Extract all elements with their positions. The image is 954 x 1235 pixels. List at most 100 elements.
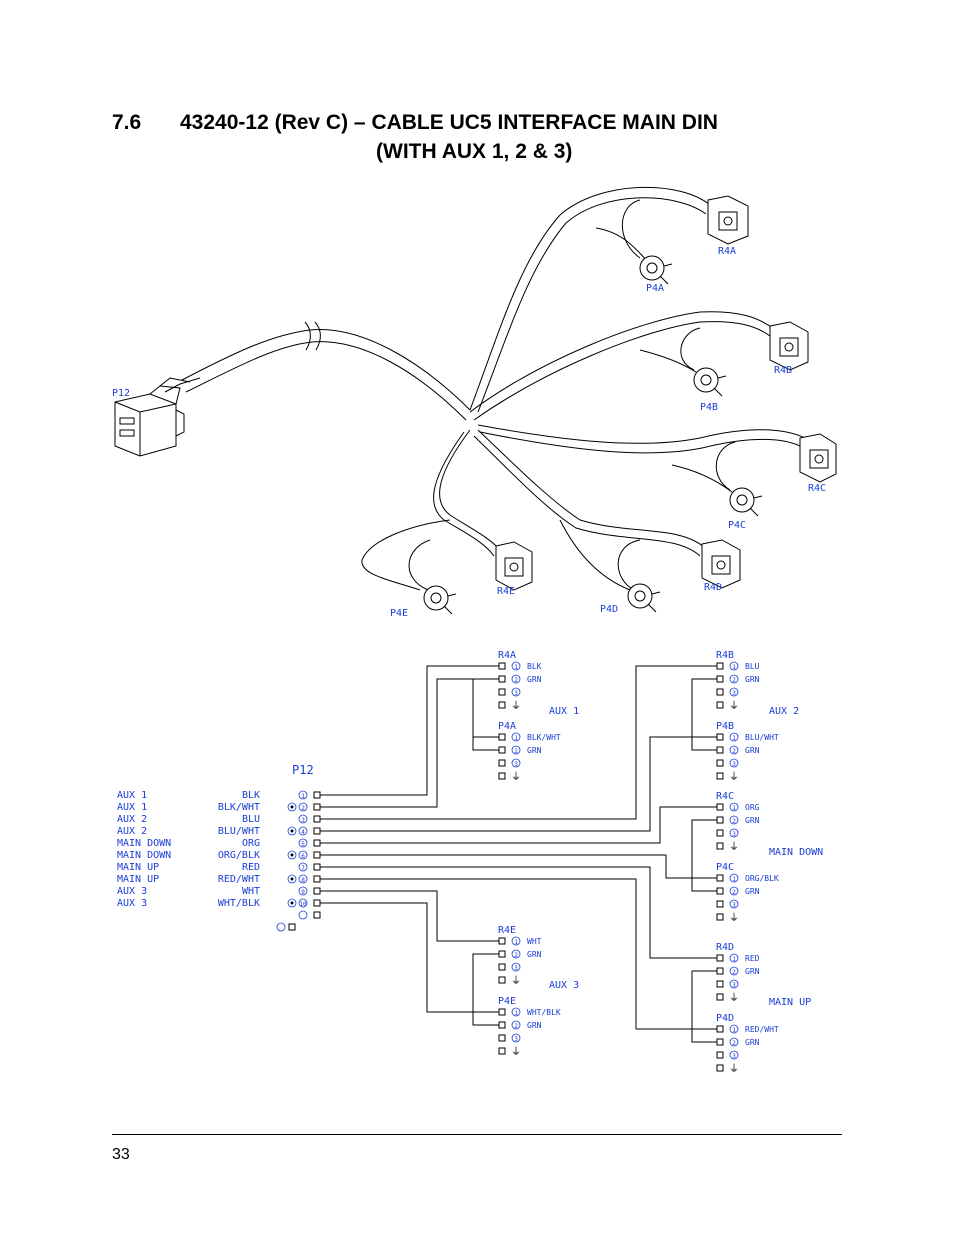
- harness-label-r4c: R4C: [808, 483, 826, 494]
- p12-pin-number: [298, 814, 308, 824]
- r-connector-pin-text: 2: [732, 677, 736, 684]
- p12-pin-dot: [290, 853, 294, 857]
- p12-pin-dot: [290, 901, 294, 905]
- p-connector-label: P4E: [498, 996, 516, 1007]
- p-connector-pin: [729, 732, 739, 742]
- p12-terminal: [313, 815, 321, 823]
- p12-pin-number-text: 6: [301, 853, 305, 860]
- section-title-line2: (WITH AUX 1, 2 & 3): [376, 140, 573, 163]
- p-connector-wire-label: ORG/BLK: [745, 874, 779, 883]
- p12-pin-socket: [287, 826, 297, 836]
- r-connector-pin: [729, 828, 739, 838]
- r-connector-wire-label: ORG: [745, 803, 760, 812]
- r-connector-pin-text: 2: [732, 818, 736, 825]
- r-connector-pin-text: 3: [732, 982, 736, 989]
- wire-main-down-org: [320, 806, 717, 844]
- p12-pin-dot: [290, 877, 294, 881]
- p12-pin-number-text: 4: [301, 829, 305, 836]
- p-connector-pin-text: 3: [514, 761, 518, 768]
- p12-terminal: [313, 839, 321, 847]
- group-name-label: AUX 3: [549, 980, 579, 991]
- wire-aux1-jumper: [472, 678, 499, 738]
- r-connector-terminal: [716, 803, 724, 811]
- p12-spare-pin: [298, 910, 308, 920]
- p12-pin-number: [298, 802, 308, 812]
- p12-pin-number: [298, 790, 308, 800]
- p-connector-pin: [729, 1050, 739, 1060]
- p12-pin-number: [298, 826, 308, 836]
- p-connector-wire-label: GRN: [527, 746, 542, 755]
- p-connector-terminal: [716, 1051, 724, 1059]
- p12-pin-number: [298, 886, 308, 896]
- wire-color-label: WHT: [242, 886, 260, 897]
- r-connector-terminal: [498, 976, 506, 984]
- r-connector-terminal: [716, 842, 724, 850]
- page-number: 33: [112, 1146, 130, 1163]
- p-connector-label: P4B: [716, 721, 734, 732]
- p-connector-wire-label: GRN: [745, 1038, 760, 1047]
- harness-label-p4a: P4A: [646, 283, 664, 294]
- p-connector-terminal: [716, 1025, 724, 1033]
- r-connector-pin: [511, 962, 521, 972]
- r-connector-wire-label: GRN: [527, 950, 542, 959]
- r-connector-wire-label: BLU: [745, 662, 760, 671]
- p-connector-pin: [511, 1020, 521, 1030]
- harness-label-r4e: R4E: [497, 586, 515, 597]
- r-connector-terminal: [716, 701, 724, 709]
- p-connector-wire-label: GRN: [745, 746, 760, 755]
- r-connector-ground-symbol: ⏚: [729, 700, 739, 712]
- p-connector-pin: [729, 745, 739, 755]
- p12-terminal: [313, 899, 321, 907]
- wire-aux1-blkwht-feed: [320, 678, 499, 808]
- wire-aux2-blu: [320, 665, 717, 820]
- wire-aux3-whtblk: [320, 902, 499, 1013]
- function-label: MAIN UP: [117, 862, 159, 873]
- p-connector-pin-text: 1: [732, 735, 736, 742]
- wire-main-up-redwht: [320, 878, 717, 1030]
- function-label: AUX 1: [117, 790, 147, 801]
- section-number: 7.6: [112, 111, 142, 134]
- p-connector-pin: [511, 1033, 521, 1043]
- p12-pin-socket: [287, 874, 297, 884]
- p12-spare-terminal: [288, 923, 296, 931]
- r-connector-ground-symbol: ⏚: [729, 992, 739, 1004]
- harness-label-p4c: P4C: [728, 520, 746, 531]
- p-connector-terminal: [498, 746, 506, 754]
- p-connector-pin: [729, 886, 739, 896]
- p-connector-ground-symbol: ⏚: [511, 771, 521, 783]
- r-connector-terminal: [716, 993, 724, 1001]
- r-connector-terminal: [498, 688, 506, 696]
- p-connector-pin-text: 1: [732, 876, 736, 883]
- p12-pin-socket: [287, 898, 297, 908]
- p-connector-terminal: [498, 1034, 506, 1042]
- p12-label: P12: [292, 763, 314, 777]
- r-connector-pin: [729, 979, 739, 989]
- r-connector-pin-text: 2: [732, 969, 736, 976]
- p-connector-pin-text: 3: [514, 1036, 518, 1043]
- p-connector-pin: [729, 899, 739, 909]
- p12-terminal: [313, 875, 321, 883]
- r-connector-pin-text: 3: [514, 965, 518, 972]
- r-connector-terminal: [498, 963, 506, 971]
- p-connector-pin: [511, 732, 521, 742]
- r-connector-terminal: [716, 967, 724, 975]
- p-connector-pin-text: 3: [732, 761, 736, 768]
- r-connector-pin-text: 1: [514, 939, 518, 946]
- p-connector-terminal: [716, 1064, 724, 1072]
- p-connector-terminal: [498, 772, 506, 780]
- p-connector-pin-text: 1: [514, 1010, 518, 1017]
- p-connector-pin-text: 3: [732, 902, 736, 909]
- wire-color-label: BLU/WHT: [218, 826, 260, 837]
- r-connector-terminal: [498, 937, 506, 945]
- r-connector-pin-text: 1: [732, 664, 736, 671]
- r-connector-pin: [729, 815, 739, 825]
- r-connector-pin-text: 1: [732, 956, 736, 963]
- p-connector-pin: [729, 1024, 739, 1034]
- p-connector-terminal: [716, 772, 724, 780]
- function-label: MAIN UP: [117, 874, 159, 885]
- p12-pin-number: [298, 838, 308, 848]
- wire-color-label: RED: [242, 862, 260, 873]
- r-connector-terminal: [716, 954, 724, 962]
